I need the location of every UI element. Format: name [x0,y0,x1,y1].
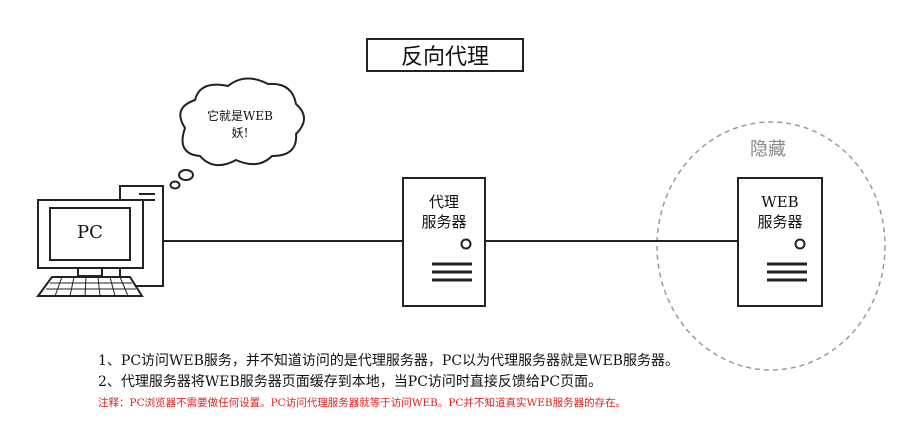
proxy-server-box [402,177,486,307]
pc-label: PC [77,222,103,243]
web-server-label: WEB 服务器 [738,192,822,232]
hidden-zone-label: 隐藏 [750,139,786,160]
diagram-title: 反向代理 [366,38,524,72]
proxy-server-label-line2: 服务器 [421,213,467,231]
web-server-box [737,177,823,307]
thought-bubble-line2: 妖! [231,126,249,140]
thought-bubble-text: 它就是WEB 妖! [190,108,290,142]
hidden-zone-ellipse [656,121,886,371]
pc-monitor [37,199,144,277]
web-server-label-line2: 服务器 [757,213,803,231]
note-1: 1、PC访问WEB服务，并不知道访问的是代理服务器，PC以为代理服务器就是WEB… [98,353,679,369]
thought-bubble [169,77,305,190]
web-server-label-line1: WEB [761,193,799,211]
thought-bubble-line1: 它就是WEB [207,109,273,123]
proxy-server-label: 代理 服务器 [403,192,485,232]
pc-keyboard [36,276,144,297]
proxy-server-label-line1: 代理 [428,193,459,211]
note-2: 2、代理服务器将WEB服务器页面缓存到本地，当PC访问时直接反馈给PC页面。 [98,374,603,390]
footnote: 注释：PC浏览器不需要做任何设置。PC访问代理服务器就等于访问WEB。PC并不知… [98,397,627,409]
